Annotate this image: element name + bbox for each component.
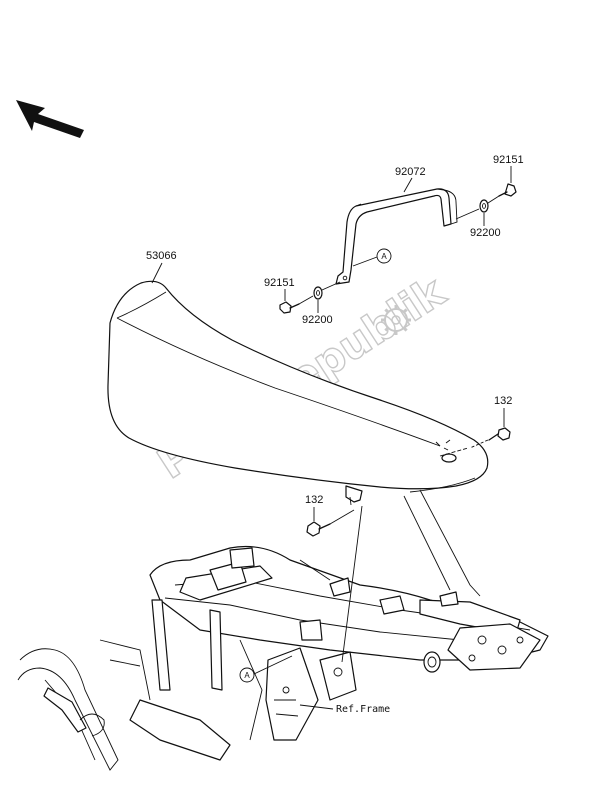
washer-left xyxy=(313,286,323,300)
leader-ref-frame xyxy=(299,704,334,710)
callout-a-upper: A xyxy=(352,248,392,267)
callout-a-lower: A xyxy=(239,655,293,683)
part-label-bolt-front: 132 xyxy=(305,494,323,506)
leader-bracket-label xyxy=(403,177,413,193)
part-label-washer-top-right: 92200 xyxy=(470,227,501,239)
front-direction-arrow-icon xyxy=(16,100,84,138)
leader-washer-to-bracket-right xyxy=(455,208,480,220)
seat xyxy=(107,280,489,506)
bolt-left xyxy=(279,301,300,314)
washer-top-right xyxy=(479,199,489,213)
gear-icon xyxy=(381,305,411,335)
leader-bolt-to-washer-right xyxy=(487,195,500,204)
leader-bolt-to-washer-left xyxy=(298,295,314,305)
callout-letter: A xyxy=(381,252,387,261)
leader-seat-label xyxy=(151,262,163,284)
leader-seat-hook-to-frame xyxy=(341,505,363,663)
reference-frame xyxy=(17,489,549,771)
bolt-front xyxy=(306,521,331,537)
part-label-bolt-rear: 132 xyxy=(494,395,512,407)
part-label-bracket: 92072 xyxy=(395,166,426,178)
part-label-bolt-top-right: 92151 xyxy=(493,154,524,166)
part-label-seat: 53066 xyxy=(146,250,177,262)
bolt-rear xyxy=(488,427,511,441)
leader-bolt-rear xyxy=(469,439,489,449)
leader-washer-to-bracket-left xyxy=(321,281,341,291)
leader-bolt-front xyxy=(329,509,355,525)
part-label-bolt-left: 92151 xyxy=(264,277,295,289)
bolt-top-right xyxy=(498,183,517,197)
reference-frame-label: Ref.Frame xyxy=(336,704,390,715)
callout-letter: A xyxy=(244,671,250,680)
part-label-washer-left: 92200 xyxy=(302,314,333,326)
seat-bracket xyxy=(335,188,458,285)
